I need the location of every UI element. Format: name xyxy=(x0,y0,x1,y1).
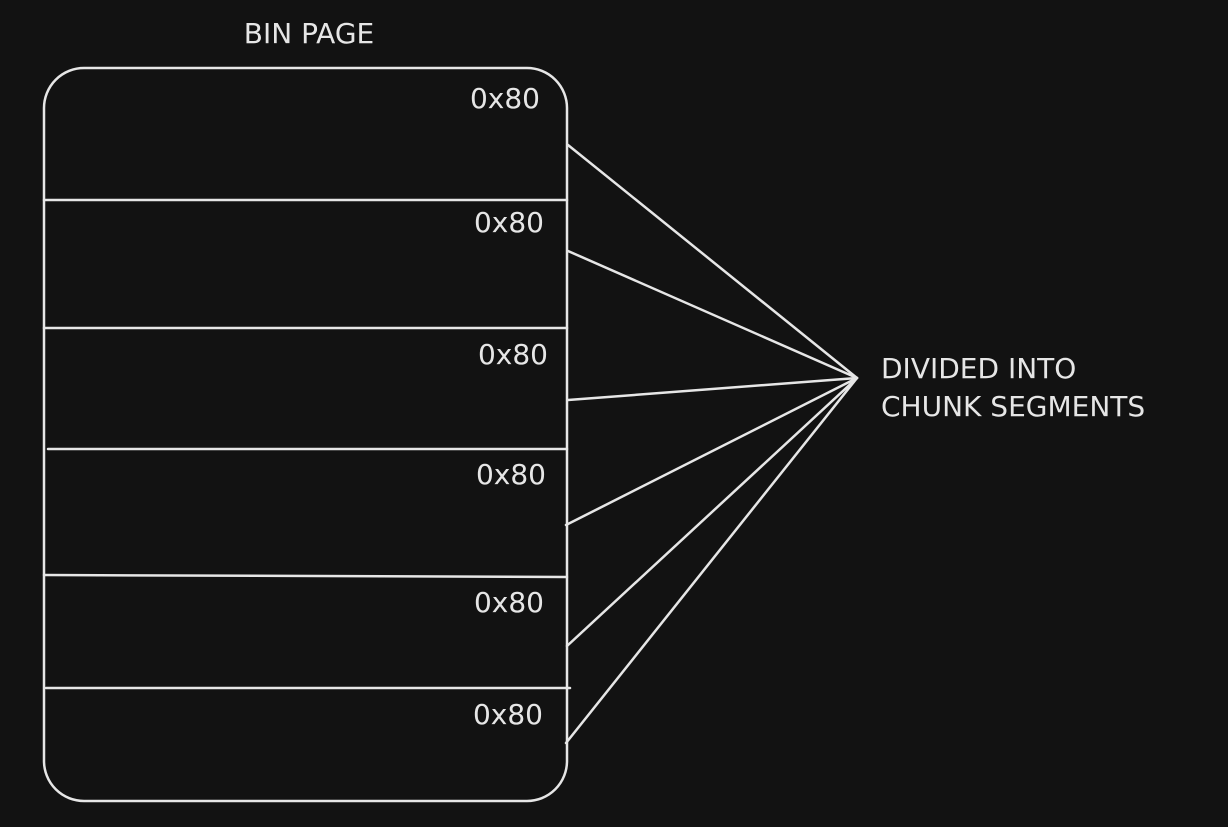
connector-line xyxy=(565,376,859,648)
segment-size-label: 0x80 xyxy=(474,206,544,239)
segment-divider xyxy=(42,573,569,579)
connector-line xyxy=(566,249,859,380)
bin-page-box xyxy=(42,66,569,803)
segment-size-label: 0x80 xyxy=(470,82,540,115)
connector-line xyxy=(564,376,859,745)
segment-size-label: 0x80 xyxy=(474,586,544,619)
segment-size-label: 0x80 xyxy=(473,698,543,731)
connector-line xyxy=(566,376,859,402)
annotation-line-2: CHUNK SEGMENTS xyxy=(881,390,1145,423)
annotation-line-1: DIVIDED INTO xyxy=(881,352,1076,385)
segment-size-label: 0x80 xyxy=(476,458,546,491)
diagram-title: BIN PAGE xyxy=(244,17,374,50)
connector-line xyxy=(566,143,859,380)
segment-size-label: 0x80 xyxy=(478,338,548,371)
connector-line xyxy=(564,376,859,527)
